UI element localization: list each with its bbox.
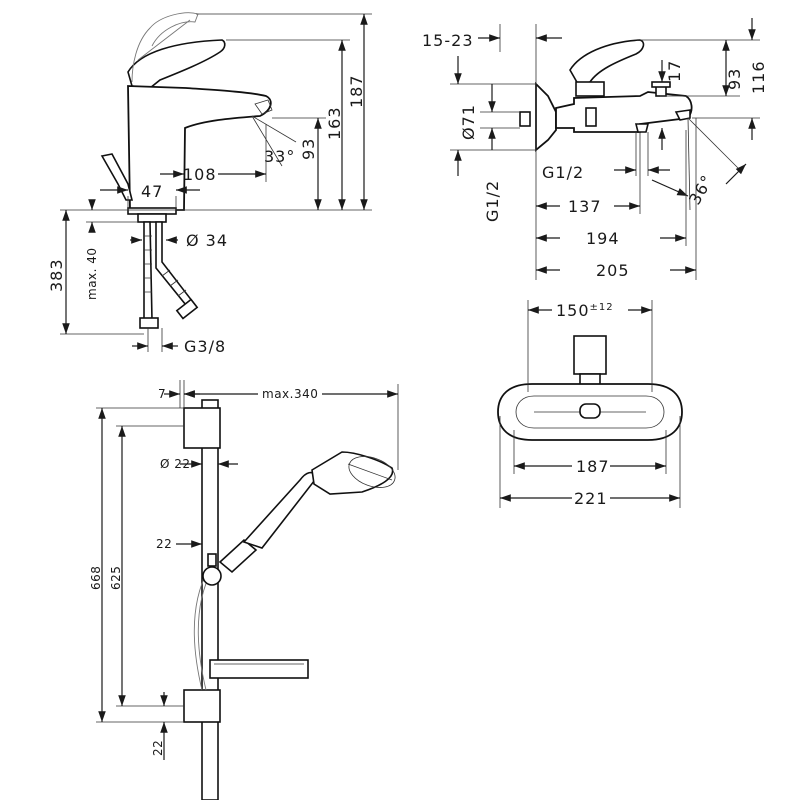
front-dim-187: 187 (576, 457, 610, 476)
basin-dim-163: 163 (325, 106, 344, 140)
basin-dim-d34: Ø 34 (186, 231, 228, 250)
basin-dim-383: 383 (47, 258, 66, 292)
basin-dim-47: 47 (141, 182, 163, 201)
basin-dim-33deg: 33° (264, 147, 295, 166)
front-dim-221: 221 (574, 489, 608, 508)
basin-dim-108: 108 (183, 165, 217, 184)
front-dim-150: 150±12 (556, 301, 614, 320)
basin-dim-187: 187 (347, 74, 366, 108)
bath-mixer-front-view: 150±12 187 221 (497, 300, 683, 508)
bath-dim-116: 116 (749, 60, 768, 94)
basin-mixer-view: 108 47 33° 93 163 187 383 max. 40 Ø 34 G… (47, 12, 372, 356)
shower-dim-22-mid: 22 (156, 537, 172, 551)
basin-dim-max40: max. 40 (85, 247, 99, 300)
shower-dim-7: 7 (158, 387, 166, 401)
bath-dim-205: 205 (596, 261, 630, 280)
bath-mixer-view: 15-23 Ø71 G1/2 G1/2 17 93 116 36° 137 19… (422, 18, 768, 280)
shower-dim-668: 668 (89, 566, 103, 590)
bath-dim-137: 137 (568, 197, 602, 216)
bath-dim-g12: G1/2 (542, 163, 584, 182)
front-dim-150-value: 150 (556, 301, 590, 320)
basin-dim-g38: G3/8 (184, 337, 226, 356)
front-dim-150-tolerance: ±12 (590, 302, 614, 313)
shower-dim-d22: Ø 22 (160, 457, 191, 471)
shower-dim-625: 625 (109, 566, 123, 590)
bath-dim-d71: Ø71 (459, 104, 478, 140)
shower-dim-22-bottom: 22 (151, 740, 165, 756)
bath-dim-194: 194 (586, 229, 620, 248)
bath-dim-15-23: 15-23 (422, 31, 474, 50)
shower-set-view: 7 max.340 Ø 22 22 668 625 22 (89, 380, 399, 800)
basin-dim-93: 93 (299, 138, 318, 160)
shower-dim-max340: max.340 (262, 387, 318, 401)
bath-dim-93: 93 (725, 68, 744, 90)
bath-dim-g12-vertical: G1/2 (483, 180, 502, 222)
bath-dim-17: 17 (665, 60, 684, 82)
